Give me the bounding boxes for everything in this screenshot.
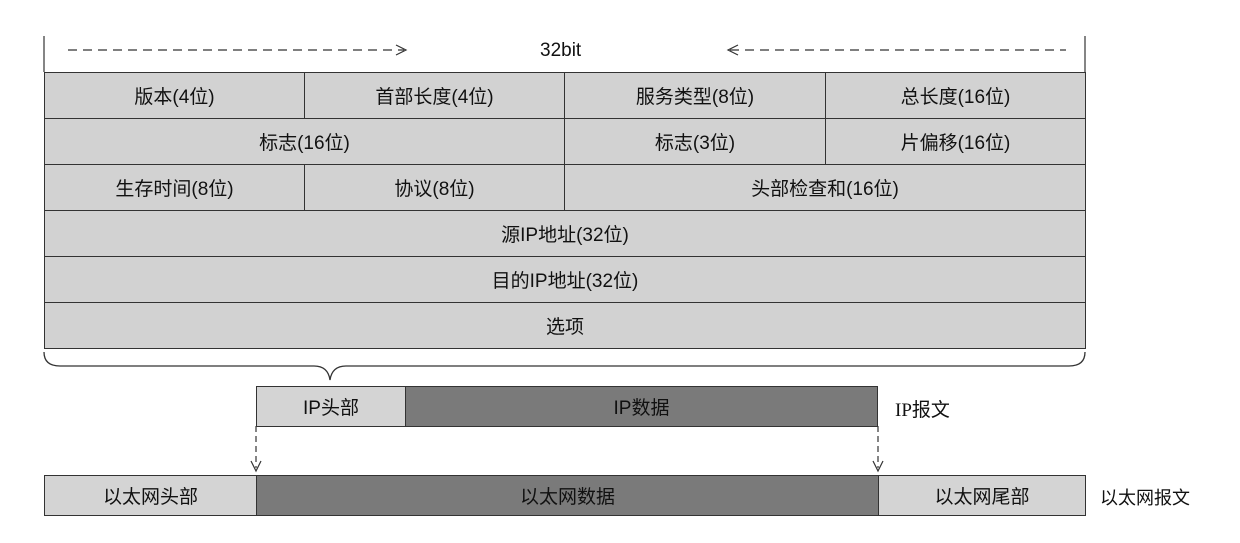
field-total-length: 总长度(16位) bbox=[825, 72, 1086, 119]
field-flags: 标志(3位) bbox=[564, 118, 826, 165]
ethernet-header-block: 以太网头部 bbox=[44, 475, 257, 516]
header-brace bbox=[43, 351, 1086, 381]
field-fragment-offset: 片偏移(16位) bbox=[825, 118, 1086, 165]
ethernet-frame-label: 以太网报文 bbox=[1100, 488, 1190, 508]
field-service-type: 服务类型(8位) bbox=[564, 72, 826, 119]
field-header-length: 首部长度(4位) bbox=[304, 72, 565, 119]
ethernet-data-block: 以太网数据 bbox=[256, 475, 879, 516]
ip-header-block: IP头部 bbox=[256, 386, 406, 427]
ip-data-block: IP数据 bbox=[405, 386, 878, 427]
field-options: 选项 bbox=[44, 302, 1086, 349]
field-destination-ip: 目的IP地址(32位) bbox=[44, 256, 1086, 303]
field-version: 版本(4位) bbox=[44, 72, 305, 119]
connector-right-arrow bbox=[872, 460, 884, 473]
field-source-ip: 源IP地址(32位) bbox=[44, 210, 1086, 257]
field-protocol: 协议(8位) bbox=[304, 164, 565, 211]
width-arrow-right-head bbox=[395, 44, 408, 56]
width-arrow-left-head bbox=[726, 44, 739, 56]
field-ttl: 生存时间(8位) bbox=[44, 164, 305, 211]
ethernet-trailer-block: 以太网尾部 bbox=[878, 475, 1086, 516]
width-label: 32bit bbox=[540, 40, 582, 61]
field-identification: 标志(16位) bbox=[44, 118, 565, 165]
field-header-checksum: 头部检查和(16位) bbox=[564, 164, 1086, 211]
connector-left-arrow bbox=[250, 460, 262, 473]
ip-packet-label: IP报文 bbox=[895, 400, 950, 421]
